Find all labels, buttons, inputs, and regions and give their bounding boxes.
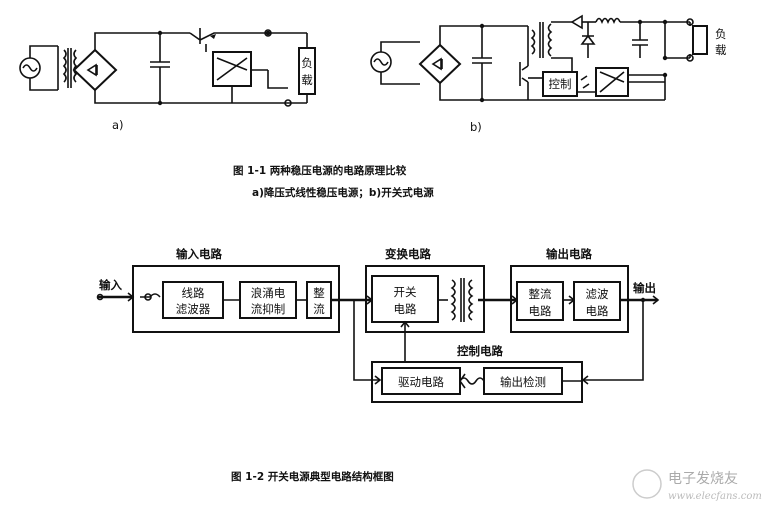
- input-label: 输入: [99, 278, 122, 292]
- control-box: [542, 71, 578, 97]
- rect-circuit-label-2: 电路: [529, 304, 552, 318]
- diode-icon: [570, 14, 583, 30]
- conversion-circuit-title: 变换电路: [385, 247, 431, 261]
- figure-1a-circuit: 负 载 a): [19, 28, 316, 132]
- line-filter-block: [162, 281, 224, 319]
- isolation-icon: [459, 377, 485, 385]
- detect-label: 输出检测: [500, 375, 546, 389]
- output-detect-block: [483, 367, 563, 395]
- fig1-caption: 图 1-1 两种稳压电源的电路原理比较: [233, 164, 407, 177]
- bridge-rectifier-b-icon: [418, 43, 462, 85]
- capacitor-icon: [150, 33, 170, 103]
- bridge-rectifier-icon: [72, 48, 118, 92]
- load-a-box: [298, 47, 316, 95]
- switch-transistor-icon: [519, 50, 529, 100]
- switch-label-2: 电路: [394, 302, 417, 316]
- load-a-label-bottom: 载: [301, 73, 313, 87]
- optocoupler-icon: [580, 75, 590, 89]
- line-filter-label-2: 滤波器: [176, 302, 211, 316]
- rect-circuit-label-1: 整流: [529, 287, 552, 301]
- control-circuit-title: 控制电路: [457, 344, 503, 358]
- line-filter-label-1: 线路: [182, 286, 205, 300]
- filter-label-2: 电路: [586, 304, 609, 318]
- surge-label-1: 浪涌电: [251, 286, 286, 300]
- surge-limit-block: [239, 281, 297, 319]
- input-circuit-title: 输入电路: [176, 247, 222, 261]
- watermark-line2: www.elecfans.com: [668, 491, 762, 502]
- filter-label-1: 滤波: [586, 287, 609, 301]
- control-label: 控制: [549, 77, 572, 91]
- load-b-label-bottom: 载: [715, 43, 727, 57]
- driver-block: [381, 367, 461, 395]
- load-a-label-top: 负: [301, 56, 313, 70]
- driver-label: 驱动电路: [398, 375, 444, 389]
- fig1-subcaption: a)降压式线性稳压电源；b)开关式电源: [252, 186, 434, 199]
- transformer-icon: [450, 279, 456, 321]
- sub-label-b: b): [470, 120, 482, 134]
- inductor-icon: [595, 17, 621, 25]
- rectify-label-2: 流: [313, 302, 325, 316]
- capacitor-b-icon: [472, 26, 492, 100]
- transistor-icon: [189, 28, 268, 52]
- watermark-line1: 电子发烧友: [668, 471, 738, 487]
- watermark: 电子发烧友 www.elecfans.com: [632, 469, 762, 502]
- rectify-block: [306, 281, 332, 319]
- switch-circuit-block: [371, 275, 439, 323]
- sub-label-a: a): [112, 118, 124, 132]
- rectify-label-1: 整: [313, 286, 325, 300]
- figure-2-block-diagram: 输入电路 变换电路 输出电路 控制电路 输入 线路 滤波器 浪涌电 流抑制 整 …: [96, 247, 660, 403]
- output-label: 输出: [633, 281, 656, 295]
- output-circuit-title: 输出电路: [546, 247, 592, 261]
- switch-label-1: 开关: [394, 285, 417, 299]
- figure-1b-circuit: 负 载 控制 b): [370, 14, 727, 134]
- rectifier-circuit-block: [516, 281, 564, 321]
- fig2-caption: 图 1-2 开关电源典型电路结构框图: [231, 470, 394, 483]
- surge-label-2: 流抑制: [251, 302, 286, 316]
- load-b-box: [692, 25, 708, 55]
- load-b-label-top: 负: [715, 27, 727, 41]
